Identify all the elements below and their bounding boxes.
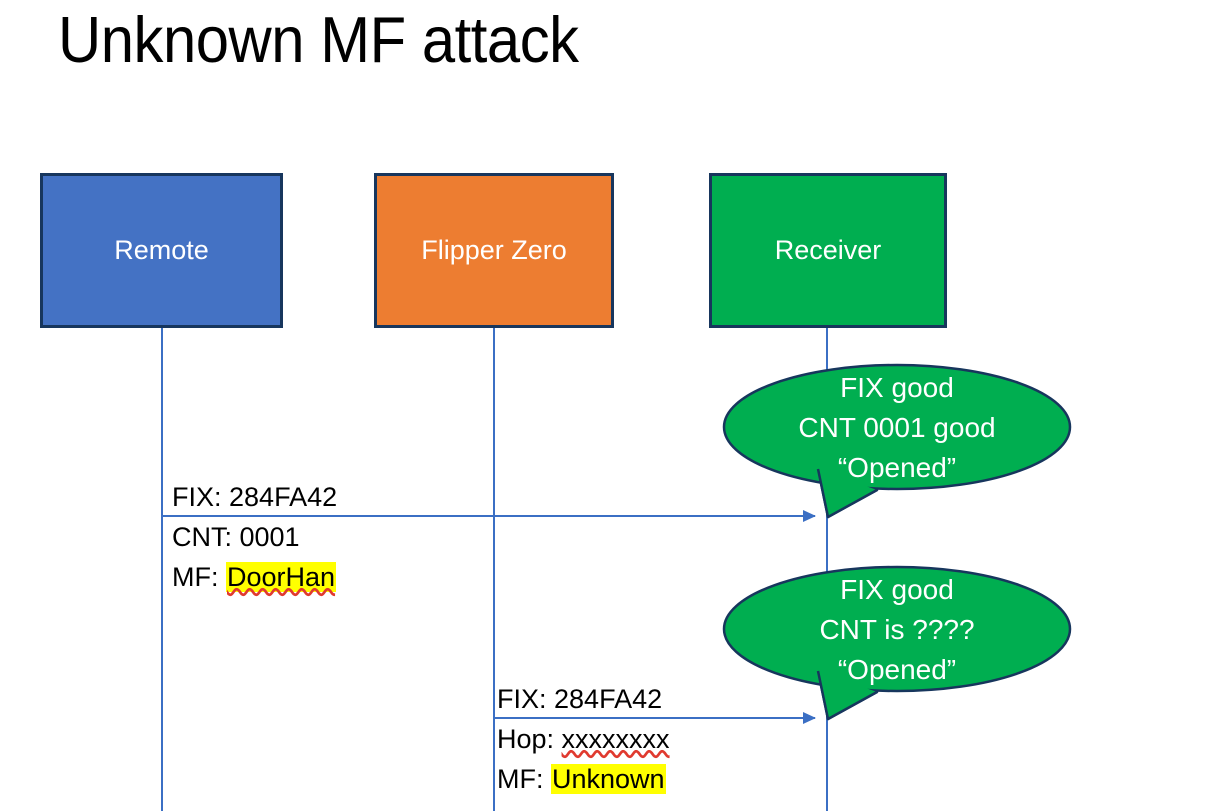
message-2-line-1-prefix: FIX: [497,684,555,714]
message-2-line-2-prefix: Hop: [497,724,562,754]
lifeline-remote [161,327,163,811]
message-1-line-2-prefix: CNT: [172,522,240,552]
speech-bubble-2[interactable]: FIX good CNT is ???? “Opened” [722,565,1072,721]
message-2-line-3-prefix: MF: [497,764,551,794]
speech-bubble-1-shape [722,363,1072,519]
actor-label-remote: Remote [114,235,209,265]
message-1-line-3-value: DoorHan [226,562,337,592]
message-2-line-2-value: xxxxxxxx [561,724,670,754]
message-label-2: FIX: 284FA42 Hop: xxxxxxxx MF: Unknown [497,679,670,799]
message-2-line-1-value: 284FA42 [554,684,663,714]
message-2-line-2: Hop: xxxxxxxx [497,719,670,759]
message-1-line-3-prefix: MF: [172,562,226,592]
actor-label-receiver: Receiver [774,235,882,265]
message-2-line-3-value: Unknown [551,764,666,794]
lifeline-receiver [826,327,828,811]
page-title: Unknown MF attack [58,3,579,76]
actor-box-flipper[interactable]: Flipper Zero [374,173,614,328]
message-2-line-1: FIX: 284FA42 [497,679,670,719]
message-1-line-3: MF: DoorHan [172,557,337,597]
message-arrow-2 [494,712,816,724]
message-1-line-1-prefix: FIX: [172,482,230,512]
message-label-1: FIX: 284FA42 CNT: 0001 MF: DoorHan [172,477,337,597]
actor-box-remote[interactable]: Remote [40,173,283,328]
actor-box-receiver[interactable]: Receiver [709,173,947,328]
message-2-line-3: MF: Unknown [497,759,670,799]
speech-bubble-2-shape [722,565,1072,721]
actor-label-flipper: Flipper Zero [421,235,567,265]
message-1-line-1-value: 284FA42 [229,482,338,512]
speech-bubble-1[interactable]: FIX good CNT 0001 good “Opened” [722,363,1072,519]
message-arrow-1 [162,510,816,522]
message-1-line-2-value: 0001 [239,522,300,552]
lifeline-flipper [493,327,495,811]
message-1-line-1: FIX: 284FA42 [172,477,337,517]
message-1-line-2: CNT: 0001 [172,517,337,557]
